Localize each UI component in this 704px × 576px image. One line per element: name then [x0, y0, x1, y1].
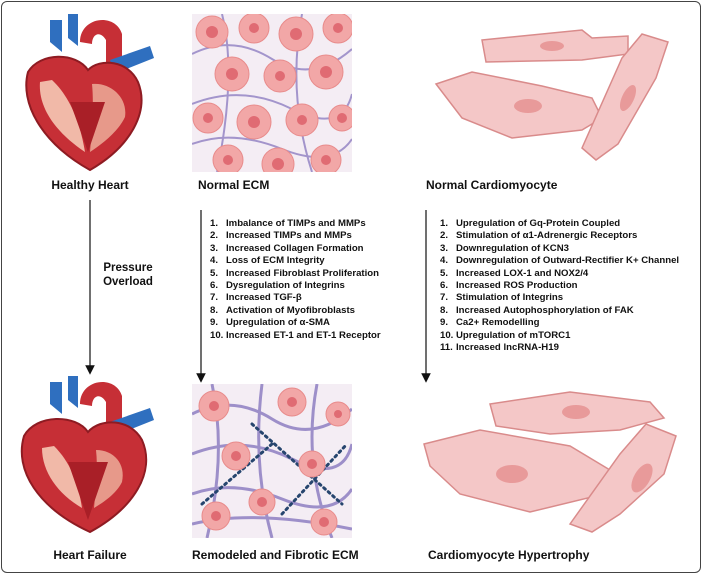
item-text: Increased ROS Production: [456, 280, 578, 292]
item-number: 4.: [440, 255, 449, 267]
item-text: Increased LOX-1 and NOX2/4: [456, 267, 589, 279]
hypertrophic-cardiomyocyte-illustration: [423, 391, 677, 533]
item-text: Downregulation of KCN3: [456, 242, 569, 254]
list-item: 3. Downregulation of KCN3: [440, 243, 679, 255]
list-item: 5. Increased LOX-1 and NOX2/4: [440, 268, 679, 280]
item-text: Increased lncRNA-H19: [456, 342, 559, 354]
item-number: 5.: [440, 267, 449, 279]
normal-cardiomyocyte-illustration: [434, 29, 669, 161]
item-text: Increased Fibroblast Proliferation: [226, 267, 380, 279]
item-text: Increased TGF-β: [226, 292, 302, 304]
healthy-heart-illustration: [25, 14, 154, 172]
list-item: 2. Increased TIMPs and MMPs: [210, 230, 381, 242]
remodeled-ecm-label: Remodeled and Fibrotic ECM: [192, 548, 359, 562]
item-text: Activation of Myofibroblasts: [226, 304, 355, 316]
list-item: 9. Ca2+ Remodelling: [440, 317, 679, 329]
list-item: 4. Loss of ECM Integrity: [210, 255, 381, 267]
ecm-change-list: 1. Imbalance of TIMPs and MMPs 2. Increase…: [210, 218, 381, 342]
list-item: 10.Increased ET-1 and ET-1 Receptor: [210, 330, 381, 342]
item-text: Ca2+ Remodelling: [456, 317, 540, 329]
item-number: 10.: [210, 329, 224, 341]
normal-ecm-label: Normal ECM: [198, 178, 270, 192]
item-number: 5.: [210, 267, 219, 279]
item-number: 7.: [210, 292, 219, 304]
list-item: 3. Increased Collagen Formation: [210, 243, 381, 255]
remodeled-ecm-illustration: [192, 384, 352, 538]
item-number: 6.: [440, 280, 449, 292]
item-text: Loss of ECM Integrity: [226, 255, 325, 267]
item-number: 1.: [210, 218, 219, 229]
item-number: 9.: [440, 317, 449, 329]
list-item: 7. Increased TGF-β: [210, 292, 381, 304]
pressure-overload-label: Pressure Overload: [103, 262, 153, 288]
item-number: 9.: [210, 317, 219, 329]
item-number: 2.: [440, 230, 449, 242]
list-item: 2. Stimulation of α1-Adrenergic Receptors: [440, 230, 679, 242]
item-number: 3.: [440, 242, 449, 254]
item-number: 3.: [210, 242, 219, 254]
healthy-heart-label: Healthy Heart: [51, 178, 129, 192]
normal-ecm-illustration: [192, 14, 352, 172]
item-text: Dysregulation of Integrins: [226, 280, 345, 292]
list-item: 6. Increased ROS Production: [440, 280, 679, 292]
item-text: Increased Autophosphorylation of FAK: [456, 304, 634, 316]
item-number: 8.: [440, 304, 449, 316]
item-text: Stimulation of α1-Adrenergic Receptors: [456, 230, 638, 242]
list-item: 8. Activation of Myofibroblasts: [210, 305, 381, 317]
item-text: Increased ET-1 and ET-1 Receptor: [226, 329, 381, 341]
failing-heart-illustration: [20, 376, 154, 534]
item-text: Increased Collagen Formation: [226, 242, 364, 254]
item-text: Upregulation of mTORC1: [456, 329, 571, 341]
item-text: Upregulation of α-SMA: [226, 317, 330, 329]
list-item: 1. Upregulation of Gq-Protein Coupled: [440, 218, 679, 230]
list-item: 7. Stimulation of Integrins: [440, 292, 679, 304]
list-item: 8. Increased Autophosphorylation of FAK: [440, 305, 679, 317]
cardiomyocyte-hypertrophy-label: Cardiomyocyte Hypertrophy: [428, 548, 590, 562]
item-text: Stimulation of Integrins: [456, 292, 564, 304]
heart-failure-label: Heart Failure: [53, 548, 127, 562]
list-item: 4. Downregulation of Outward-Rectifier K+…: [440, 255, 679, 267]
list-item: 11.Increased lncRNA-H19: [440, 342, 679, 354]
item-text: Upregulation of Gq-Protein Coupled: [456, 218, 621, 229]
item-text: Increased TIMPs and MMPs: [226, 230, 352, 242]
item-text: Downregulation of Outward-Rectifier K+ C…: [456, 255, 680, 267]
item-number: 7.: [440, 292, 449, 304]
list-item: 6. Dysregulation of Integrins: [210, 280, 381, 292]
item-number: 4.: [210, 255, 219, 267]
item-number: 2.: [210, 230, 219, 242]
cardiomyocyte-change-list: 1. Upregulation of Gq-Protein Coupled 2. S…: [440, 218, 679, 354]
list-item: 10.Upregulation of mTORC1: [440, 330, 679, 342]
item-number: 6.: [210, 280, 219, 292]
item-number: 8.: [210, 304, 219, 316]
list-item: 9. Upregulation of α-SMA: [210, 317, 381, 329]
list-item: 5. Increased Fibroblast Proliferation: [210, 268, 381, 280]
item-number: 1.: [440, 218, 449, 229]
item-number: 10.: [440, 329, 454, 341]
item-number: 11.: [440, 342, 453, 354]
list-item: 1. Imbalance of TIMPs and MMPs: [210, 218, 381, 230]
item-text: Imbalance of TIMPs and MMPs: [226, 218, 366, 229]
normal-cardiomyocyte-label: Normal Cardiomyocyte: [426, 178, 558, 192]
